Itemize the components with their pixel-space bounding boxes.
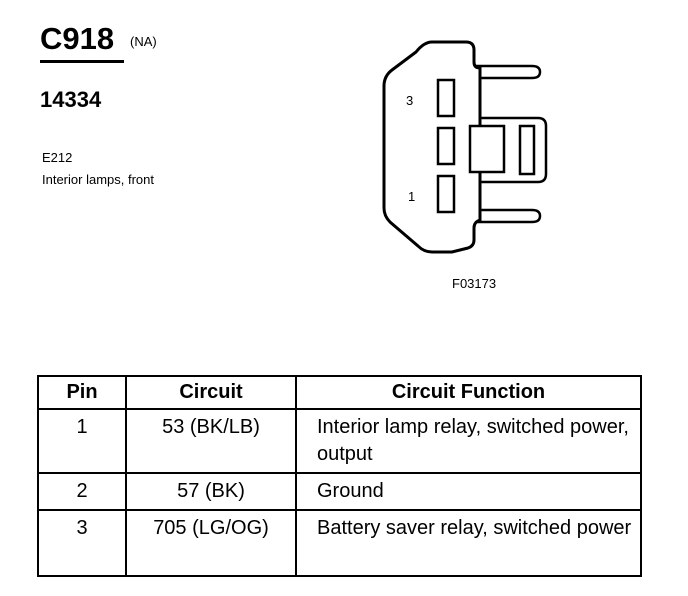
title-underline (40, 60, 124, 63)
header-circuit: Circuit (125, 375, 297, 410)
pin-label-1: 1 (408, 189, 415, 204)
latch-bracket (474, 116, 548, 184)
figure-reference: F03173 (452, 276, 497, 291)
table-header-row: Pin Circuit Circuit Function (37, 375, 642, 410)
pin-cell: 3 (37, 509, 127, 577)
pin-cavity-3 (436, 78, 456, 118)
function-cell: Interior lamp relay, switched power, out… (295, 408, 642, 474)
pin-cell: 2 (37, 472, 127, 511)
circuit-cell: 53 (BK/LB) (125, 408, 297, 474)
table-row: 2 57 (BK) Ground (37, 472, 642, 511)
table-row: 1 53 (BK/LB) Interior lamp relay, switch… (37, 408, 642, 474)
function-cell: Battery saver relay, switched power (295, 509, 642, 577)
connector-face-diagram: 3 1 (382, 40, 548, 254)
header-pin: Pin (37, 375, 127, 410)
part-number: 14334 (40, 87, 102, 112)
pin-cavity-2 (436, 126, 456, 166)
connector-note: (NA) (130, 34, 157, 49)
latch-inner-slot (518, 124, 536, 176)
pin-function-table: Pin Circuit Circuit Function 1 53 (BK/LB… (37, 375, 642, 577)
connector-body-outline (382, 40, 482, 254)
pin-label-3: 3 (406, 93, 413, 108)
lower-terminal-tab (474, 208, 542, 224)
circuit-cell: 705 (LG/OG) (125, 509, 297, 577)
pin-cavity-1 (436, 174, 456, 214)
keying-square (468, 124, 506, 174)
table-row: 3 705 (LG/OG) Battery saver relay, switc… (37, 509, 642, 577)
location-description: Interior lamps, front (42, 172, 154, 187)
connector-id: C918 (40, 21, 115, 56)
pin-cell: 1 (37, 408, 127, 474)
upper-terminal-tab (474, 64, 542, 80)
location-code: E212 (42, 150, 73, 165)
function-cell: Ground (295, 472, 642, 511)
header-circuit-function: Circuit Function (295, 375, 642, 410)
circuit-cell: 57 (BK) (125, 472, 297, 511)
